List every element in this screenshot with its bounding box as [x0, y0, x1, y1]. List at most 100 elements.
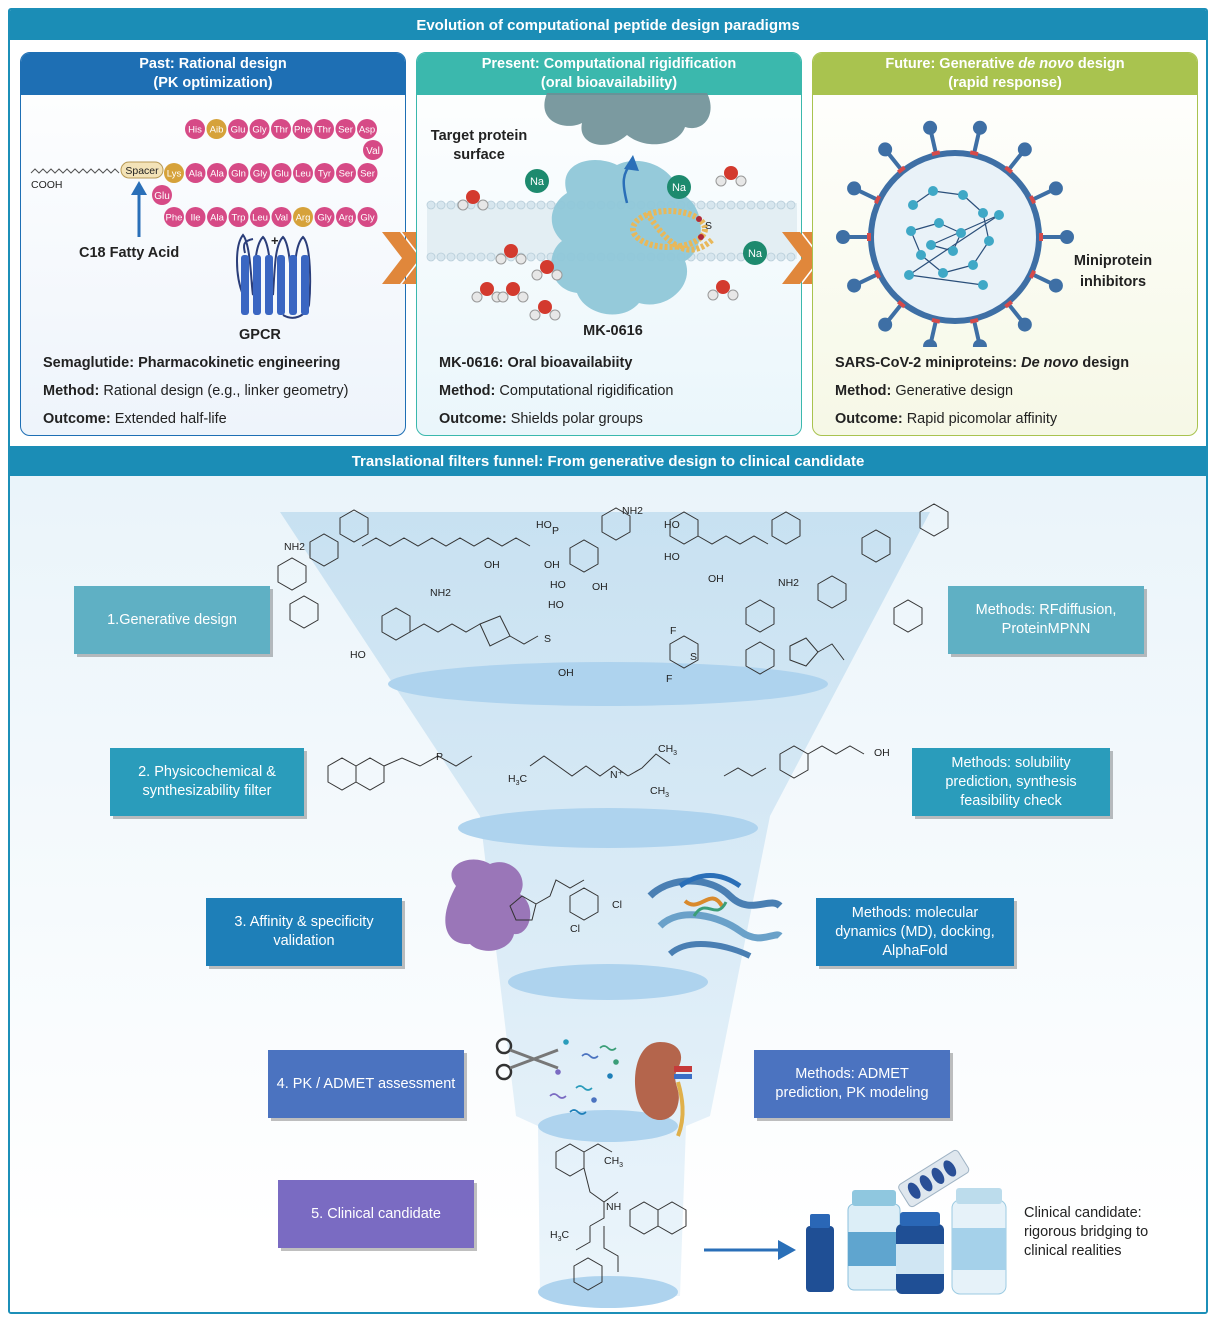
- clinical-candidate-note: Clinical candidate: rigorous bridging to…: [1024, 1205, 1149, 1259]
- funnel-area: NH2 NH2 NH2 NH2 HO HO HO HO HO HO OH OH …: [10, 476, 1206, 1312]
- chem-atom-labels: NH2 NH2 NH2 NH2 HO HO HO HO HO HO OH OH …: [284, 505, 890, 1243]
- cooh-label: COOH: [31, 179, 63, 191]
- molecule-sketches-row1: [277, 503, 949, 675]
- atom-label-ho-2: HO: [664, 519, 680, 531]
- svg-text:Gly: Gly: [253, 169, 268, 180]
- funnel-body: [280, 512, 930, 1296]
- atom-label-s-2: S: [544, 633, 551, 645]
- spike-protein: [847, 269, 882, 293]
- fatty-acid-chain: [30, 168, 120, 174]
- virus-spikes: [836, 120, 1074, 347]
- plus-sign: +: [271, 233, 279, 248]
- panel-past-text: Semaglutide: Pharmacokinetic engineering…: [43, 349, 395, 433]
- mk0616-label: MK-0616: [583, 323, 643, 339]
- step-5-box: 5. Clinical candidate: [278, 1180, 474, 1248]
- amino-acid-bead-arg: Arg: [336, 207, 356, 227]
- panel-present-heading: MK-0616: Oral bioavailabiity: [439, 355, 633, 371]
- svg-text:Tyr: Tyr: [318, 169, 331, 180]
- atom-label-h3c-1: H3C: [550, 1229, 570, 1243]
- miniprotein-label-line1: Miniprotein: [1074, 253, 1152, 269]
- amino-acid-bead-ala: Ala: [207, 163, 227, 183]
- spike-protein: [1028, 269, 1063, 293]
- spike-protein: [847, 181, 882, 205]
- amino-acid-bead-gly: Gly: [250, 163, 270, 183]
- atom-label-nh2-2: NH2: [622, 505, 643, 517]
- virus-rna: [904, 186, 1004, 290]
- virus-illustration: Miniprotein inhibitors: [836, 120, 1152, 347]
- method-2-label: Methods: solubility prediction, synthesi…: [945, 754, 1077, 809]
- svg-text:Ala: Ala: [189, 169, 203, 180]
- svg-text:Gly: Gly: [252, 125, 267, 136]
- atom-label-nh2-1: NH2: [284, 541, 305, 553]
- atom-label-ho-5: HO: [550, 579, 566, 591]
- water-molecule: [707, 280, 739, 301]
- atom-label-nh2-3: NH2: [430, 587, 451, 599]
- amino-acid-bead-ser: Ser: [357, 163, 378, 183]
- amino-acid-bead-thr: Thr: [271, 119, 291, 139]
- svg-text:Phe: Phe: [166, 213, 183, 224]
- panel-present-title: Present: Computational rigidification (o…: [417, 53, 801, 95]
- svg-text:Arg: Arg: [339, 213, 354, 224]
- atom-label-cl-2: Cl: [570, 923, 580, 935]
- bead-glu: Glu: [152, 185, 172, 205]
- amino-acid-bead-glu: Glu: [228, 119, 248, 139]
- svg-text:Aib: Aib: [210, 125, 224, 136]
- medicine-bottles: [806, 1149, 1007, 1295]
- water-molecule: [471, 282, 503, 303]
- amino-acid-bead-arg: Arg: [293, 207, 313, 227]
- atom-label-nplus: N⁺: [610, 769, 624, 781]
- svg-text:Ser: Ser: [338, 125, 353, 136]
- water-molecules: [457, 166, 747, 321]
- mk0616-blob: [551, 160, 701, 315]
- svg-text:Gly: Gly: [360, 213, 375, 224]
- molecule-sketches-row2: [327, 745, 865, 791]
- panel-present: Present: Computational rigidification (o…: [416, 52, 802, 436]
- panel-future-outcome: Outcome: Rapid picomolar affinity: [835, 411, 1058, 427]
- bead-val: Val: [363, 140, 383, 160]
- panel-past-method: Method: Rational design (e.g., linker ge…: [43, 383, 349, 399]
- svg-text:Gly: Gly: [317, 213, 332, 224]
- amino-acid-bead-ser: Ser: [336, 163, 356, 183]
- atom-label-f-1: F: [670, 625, 676, 637]
- spike-protein: [969, 120, 987, 156]
- na-ion-2: Na: [667, 175, 691, 199]
- method-1-box: Methods: RFdiffusion, ProteinMPNN: [948, 586, 1144, 654]
- atom-label-ho-6: HO: [548, 599, 564, 611]
- spike-protein: [1004, 142, 1032, 174]
- panel-past-title: Past: Rational design (PK optimization): [21, 53, 405, 95]
- method-1-label: Methods: RFdiffusion, ProteinMPNN: [975, 602, 1117, 637]
- amino-acid-bead-lys: Lys: [164, 163, 184, 183]
- panel-past-title-line1: Past: Rational design: [139, 56, 287, 72]
- svg-text:Glu: Glu: [274, 169, 289, 180]
- panel-past-outcome: Outcome: Extended half-life: [43, 411, 227, 427]
- atom-label-oh-2: OH: [544, 559, 560, 571]
- atom-label-ho-1: HO: [536, 519, 552, 531]
- panel-present-method: Method: Computational rigidification: [439, 383, 674, 399]
- water-molecule: [457, 190, 489, 211]
- amino-acid-bead-gly: Gly: [314, 207, 335, 227]
- atom-label-f-2: F: [666, 673, 672, 685]
- purple-protein-blob: [445, 859, 531, 951]
- macrocycle-ring: [630, 208, 708, 250]
- panel-present-title-line1: Present: Computational rigidification: [481, 56, 737, 72]
- amino-acid-bead-leu: Leu: [250, 207, 270, 227]
- fatty-acid-arrowhead: [131, 181, 147, 195]
- atom-label-ch3-3: CH3: [650, 785, 669, 799]
- svg-text:Leu: Leu: [295, 169, 311, 180]
- na-ion-3: Na: [743, 241, 767, 265]
- atom-label-p-1: P: [436, 751, 443, 763]
- step-5-label: 5. Clinical candidate: [311, 1205, 441, 1222]
- amino-acid-bead-ala: Ala: [207, 207, 227, 227]
- spike-protein: [1028, 181, 1063, 205]
- funnel-disc-2: [458, 808, 758, 848]
- alpha-helix-protein: [647, 873, 783, 959]
- amino-acid-bead-phe: Phe: [292, 119, 313, 139]
- step-2-label: 2. Physicochemical & synthesizability fi…: [138, 764, 276, 799]
- water-molecule: [529, 300, 561, 321]
- panel-past: Past: Rational design (PK optimization) …: [20, 52, 406, 436]
- step-2-box: 2. Physicochemical & synthesizability fi…: [110, 748, 304, 816]
- atom-label-nh2-4: NH2: [778, 577, 799, 589]
